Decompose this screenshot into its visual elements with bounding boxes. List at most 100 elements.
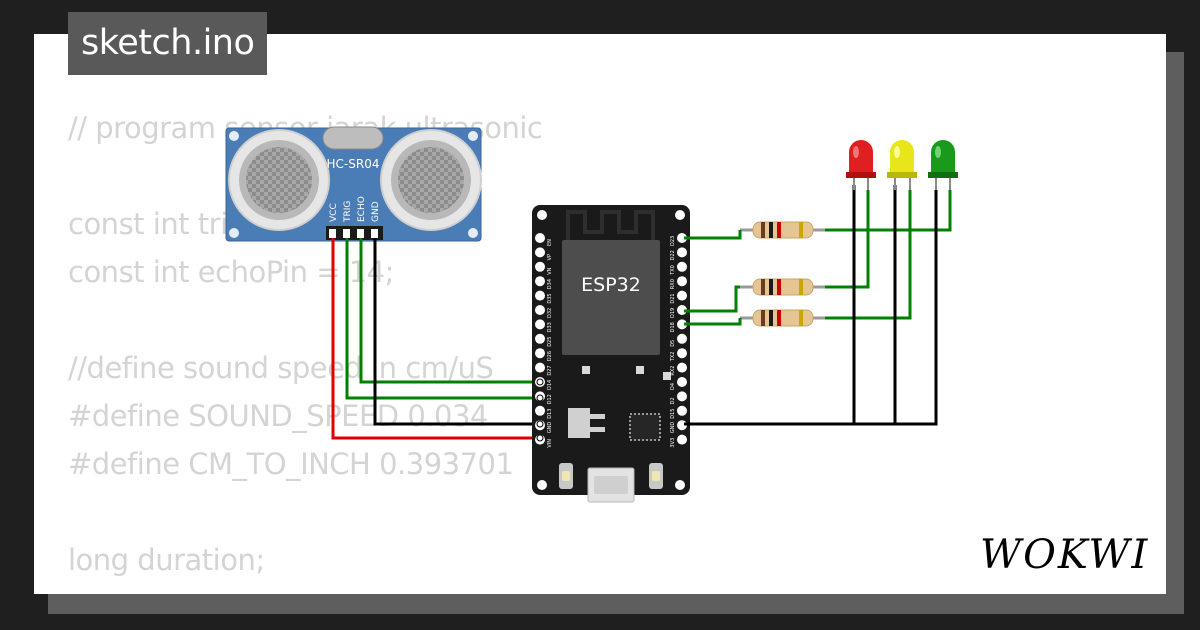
esp32-pin-hole[interactable]	[535, 362, 545, 373]
esp32-pin-hole[interactable]	[677, 377, 687, 387]
esp32-pin-hole[interactable]	[535, 276, 545, 287]
wire-d18	[684, 318, 742, 326]
esp32-pin-label: D25	[547, 337, 553, 347]
wire-d23	[684, 230, 742, 240]
wire-echo	[359, 238, 540, 384]
esp32-pin-label: VN	[547, 267, 553, 274]
esp32-pin-label: D18	[670, 322, 676, 332]
esp32-pin-label: D19	[670, 308, 676, 318]
wire-d19	[684, 285, 740, 313]
esp32-pin-hole[interactable]	[535, 290, 545, 301]
esp32-pin-label: D34	[547, 279, 553, 289]
wokwi-logo-text: WOKWI	[980, 532, 1148, 578]
sensor-pin-label: VCC	[329, 203, 339, 222]
sensor-header	[326, 226, 383, 240]
esp32-pin-label: VP	[547, 254, 553, 260]
esp32-pin-label: RX2	[670, 366, 676, 376]
esp32-pin-label: D2	[670, 397, 676, 404]
esp32-pin-hole[interactable]	[535, 247, 545, 258]
esp32-pin-label: D21	[670, 293, 676, 303]
esp32-pin-hole[interactable]	[677, 261, 687, 272]
esp32-pin-hole[interactable]	[677, 319, 687, 330]
usb-uart-chip	[629, 413, 661, 441]
esp32-pin-label: GND	[547, 422, 553, 434]
wire-red-led	[825, 190, 870, 289]
sensor-pin-label: TRIG	[343, 201, 353, 223]
resistor-2	[740, 278, 825, 296]
code-line: long duration;	[68, 543, 265, 577]
esp32-pin-label: GND	[670, 422, 676, 434]
ultrasonic-sensor[interactable]: HC-SR04 VCC TRIG ECHO GND	[225, 126, 482, 242]
esp32-board[interactable]: ESP32 ENVPVND34D35D32D33D25D26D27D14D12D…	[532, 205, 690, 503]
esp32-pin-label: D23	[670, 236, 676, 246]
code-line: #define CM_TO_INCH 0.393701	[68, 447, 514, 481]
esp32-pin-label: D15	[670, 409, 676, 419]
resistor-3	[740, 309, 825, 327]
esp32-pin-label: EN	[547, 239, 553, 246]
esp32-module	[562, 240, 660, 355]
esp32-pin-hole[interactable]	[535, 319, 545, 330]
sensor-model-label: HC-SR04	[327, 157, 380, 171]
esp32-pin-hole[interactable]	[535, 405, 545, 416]
esp32-pin-label: D33	[547, 322, 553, 332]
transducer-right	[380, 129, 482, 231]
wire-vcc	[331, 238, 540, 440]
antenna-trace	[566, 210, 655, 240]
esp32-pin-hole[interactable]	[535, 348, 545, 359]
resistors[interactable]	[740, 221, 825, 327]
file-name-tab: sketch.ino	[68, 12, 268, 75]
esp32-pin-label: RX0	[670, 279, 676, 289]
leds[interactable]	[846, 140, 958, 190]
led-wires[interactable]	[684, 185, 952, 426]
esp32-pin-hole[interactable]	[677, 405, 687, 416]
code-line: const int echoPin = 14;	[68, 255, 394, 289]
transducer-left	[228, 129, 330, 231]
esp32-pin-hole[interactable]	[677, 362, 687, 373]
esp32-pin-label: D22	[670, 250, 676, 260]
esp32-pin-hole[interactable]	[677, 233, 687, 243]
esp32-pin-label: TX0	[670, 265, 676, 276]
esp32-pin-hole[interactable]	[677, 348, 687, 359]
led-green	[928, 140, 958, 190]
wire-trig	[345, 238, 540, 400]
code-line: #define SOUND_SPEED 0.034	[68, 399, 488, 433]
esp32-pin-label: D5	[670, 340, 676, 347]
esp32-pin-label: D13	[547, 409, 553, 419]
esp32-pin-label: VIN	[547, 439, 553, 448]
wire-green-led	[825, 190, 952, 232]
esp32-pin-label: D27	[547, 365, 553, 375]
resistor-1	[740, 221, 825, 239]
esp32-pin-hole[interactable]	[677, 333, 687, 344]
esp32-pin-hole[interactable]	[677, 434, 687, 445]
wire-gnd-right	[684, 190, 938, 426]
code-line: //define sound speed in cm/uS	[68, 351, 494, 385]
led-red	[846, 140, 876, 190]
esp32-pin-label: D4	[670, 383, 676, 390]
voltage-regulator	[568, 408, 590, 438]
sensor-pin-label: ECHO	[357, 196, 367, 222]
esp32-pin-hole[interactable]	[677, 391, 687, 402]
esp32-pin-label: D14	[547, 380, 553, 390]
esp32-pin-hole[interactable]	[535, 333, 545, 344]
wokwi-logo: WOKWI	[980, 532, 1148, 578]
esp32-pin-label: TX2	[670, 352, 676, 363]
esp32-pin-hole[interactable]	[535, 305, 545, 315]
esp32-pin-hole[interactable]	[535, 261, 545, 272]
led-yellow	[887, 140, 917, 190]
code-line: float distanceCm;	[68, 584, 542, 594]
esp32-pin-hole[interactable]	[677, 290, 687, 301]
sensor-pin-label: GND	[371, 201, 381, 222]
sensor-wires[interactable]	[331, 238, 540, 440]
esp32-pin-label: D35	[547, 293, 553, 303]
esp32-pin-label: D32	[547, 308, 553, 318]
esp32-pin-label: D12	[547, 394, 553, 404]
esp32-pin-label: 3V3	[670, 438, 676, 448]
esp32-pin-hole[interactable]	[677, 276, 687, 287]
esp32-pin-label: D26	[547, 351, 553, 361]
wire-gnd	[373, 238, 540, 426]
esp32-pin-hole[interactable]	[535, 233, 545, 243]
crystal-oscillator	[322, 126, 384, 150]
esp32-pin-hole[interactable]	[677, 247, 687, 258]
esp32-label: ESP32	[581, 274, 641, 296]
